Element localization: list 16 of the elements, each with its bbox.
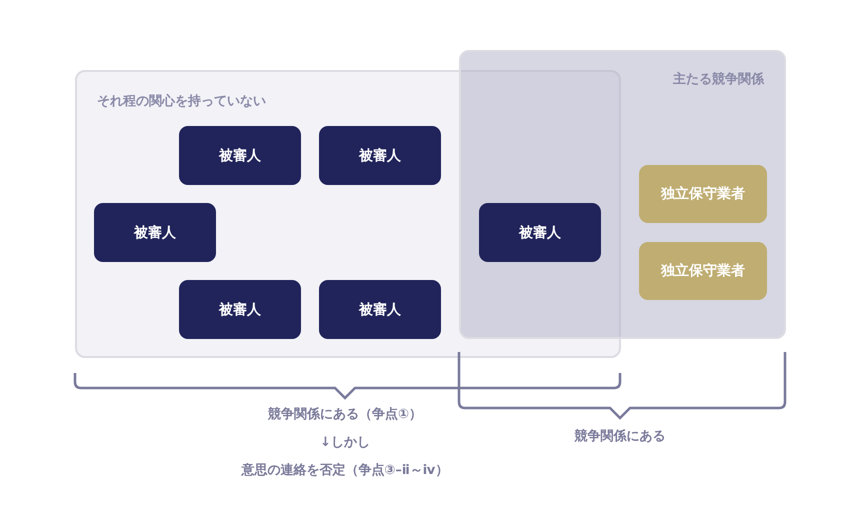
party-box: 被審人: [479, 203, 601, 262]
note-text: ↓しかし: [320, 434, 370, 451]
party-box: 被審人: [179, 280, 301, 339]
party-box: 被審人: [319, 280, 441, 339]
bracket-label: 意思の連絡を否定（争点③–ⅱ～ⅳ）: [241, 462, 449, 479]
group-panel: [459, 50, 786, 339]
bracket-label: 競争関係にある: [574, 428, 666, 445]
contractor-box: 独立保守業者: [639, 242, 767, 300]
party-box: 被審人: [319, 126, 441, 185]
party-box: 被審人: [179, 126, 301, 185]
bracket-label: 競争関係にある（争点①）: [268, 406, 422, 423]
contractor-box: 独立保守業者: [639, 165, 767, 223]
group-panel: [75, 70, 621, 358]
panel-heading: それ程の関心を持っていない: [97, 92, 266, 110]
panel-heading: 主たる競争関係: [673, 70, 764, 88]
party-box: 被審人: [94, 203, 216, 262]
